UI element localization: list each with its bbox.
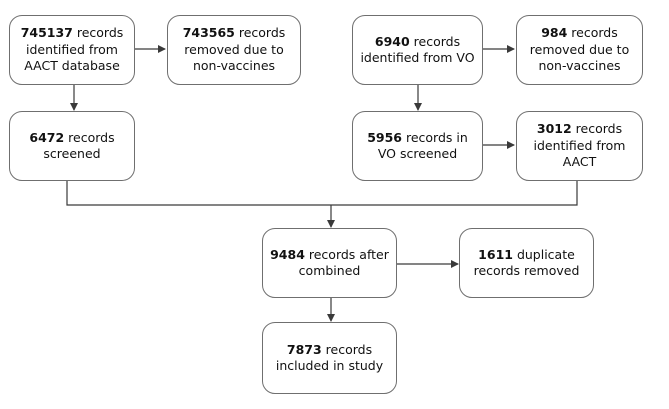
label: records screened <box>43 129 115 162</box>
box-included: 7873 records included in study <box>262 322 397 394</box>
count: 1611 <box>478 246 513 262</box>
count: 3012 <box>536 121 572 137</box>
count: 743565 <box>182 25 235 41</box>
count: 984 <box>541 25 568 41</box>
box-vo-screened: 5956 records in VO screened <box>352 111 483 181</box>
box-duplicates-removed: 1611 duplicate records removed <box>459 228 594 298</box>
merge-line <box>66 180 578 206</box>
label: records removed due to non-vaccines <box>184 25 286 74</box>
count: 7873 <box>286 341 322 357</box>
box-aact-screened: 6472 records screened <box>9 111 135 181</box>
label: records identified from AACT database <box>24 25 124 74</box>
label: records in VO screened <box>377 129 468 162</box>
label: duplicate records removed <box>473 246 580 279</box>
count: 6472 <box>29 129 65 145</box>
box-aact-identified: 745137 records identified from AACT data… <box>9 15 135 85</box>
count: 6940 <box>374 33 410 49</box>
count: 9484 <box>270 246 305 262</box>
box-combined: 9484 records after combined <box>262 228 397 298</box>
label: records removed due to non-vaccines <box>529 25 630 74</box>
count: 5956 <box>367 129 402 145</box>
box-vo-identified: 6940 records identified from VO <box>352 15 483 85</box>
label: records identified from AACT <box>533 121 626 170</box>
box-aact-removed: 743565 records removed due to non-vaccin… <box>167 15 301 85</box>
label: records included in study <box>275 341 384 374</box>
label: records after combined <box>298 246 389 279</box>
label: records identified from VO <box>360 33 475 66</box>
box-vo-removed: 984 records removed due to non-vaccines <box>516 15 643 85</box>
box-vo-aact-identified: 3012 records identified from AACT <box>516 111 643 181</box>
count: 745137 <box>20 25 73 41</box>
